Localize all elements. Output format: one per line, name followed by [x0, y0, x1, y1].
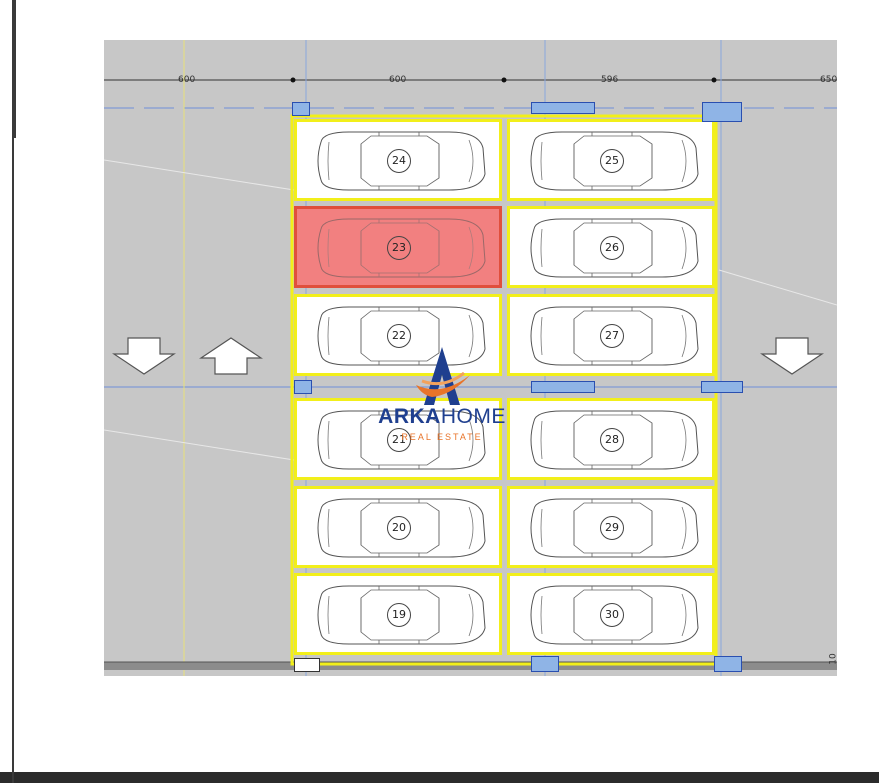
- arrow-down-icon: [760, 337, 824, 375]
- car-icon: [317, 410, 486, 470]
- parking-slot-27[interactable]: 27: [507, 294, 715, 376]
- dimension-label: 10: [828, 653, 837, 665]
- car-icon: [530, 585, 699, 645]
- column-pad: [702, 102, 742, 122]
- dimension-label: 650: [820, 75, 837, 85]
- car-icon: [530, 218, 699, 278]
- parking-slot-19[interactable]: 19: [294, 573, 502, 655]
- slot-number: 29: [600, 516, 624, 540]
- slot-number: 23: [387, 236, 411, 260]
- column-pad: [531, 102, 595, 114]
- slot-number: 26: [600, 236, 624, 260]
- car-icon: [530, 410, 699, 470]
- brand-light: HOME: [440, 405, 506, 428]
- column-pad: [292, 102, 310, 116]
- brand-bold: ARKA: [378, 405, 441, 428]
- column-pad: [531, 381, 595, 393]
- slot-number: 27: [600, 324, 624, 348]
- column-pad: [294, 658, 320, 672]
- parking-slot-29[interactable]: 29: [507, 486, 715, 568]
- slot-number: 30: [600, 603, 624, 627]
- parking-slot-23[interactable]: 23: [294, 206, 502, 288]
- bottom-bar: [0, 772, 879, 783]
- slot-number: 24: [387, 149, 411, 173]
- dimension-label: 600: [178, 75, 196, 85]
- column-pad: [701, 381, 743, 393]
- window-frame-line: [12, 0, 14, 783]
- parking-floor-plan: 600 600 596 650 10 24 25 23 26 22 27 21 28 20 29 1…: [104, 40, 837, 676]
- brand-name: ARKAHOME: [372, 405, 512, 429]
- car-icon: [317, 218, 486, 278]
- dimension-label: 596: [601, 75, 619, 85]
- parking-slot-22[interactable]: 22: [294, 294, 502, 376]
- slot-number: 22: [387, 324, 411, 348]
- slot-number: 19: [387, 603, 411, 627]
- slot-number: 28: [600, 428, 624, 452]
- car-icon: [530, 306, 699, 366]
- parking-slot-28[interactable]: 28: [507, 398, 715, 480]
- column-pad: [294, 380, 312, 394]
- car-icon: [317, 131, 486, 191]
- car-icon: [530, 131, 699, 191]
- parking-slot-25[interactable]: 25: [507, 119, 715, 201]
- column-pad: [531, 656, 559, 672]
- parking-slot-24[interactable]: 24: [294, 119, 502, 201]
- car-icon: [317, 498, 486, 558]
- brand-watermark: ARKAHOME REAL ESTATE: [372, 345, 512, 455]
- parking-slot-30[interactable]: 30: [507, 573, 715, 655]
- slot-number: 21: [387, 428, 411, 452]
- logo-icon: [416, 347, 470, 405]
- parking-slot-20[interactable]: 20: [294, 486, 502, 568]
- window-frame: [0, 0, 16, 138]
- parking-slot-26[interactable]: 26: [507, 206, 715, 288]
- column-pad: [714, 656, 742, 672]
- brand-subtitle: REAL ESTATE: [401, 432, 483, 442]
- car-icon: [317, 585, 486, 645]
- arrow-up-icon: [199, 337, 263, 375]
- slot-number: 20: [387, 516, 411, 540]
- parking-slot-21[interactable]: 21: [294, 398, 502, 480]
- car-icon: [530, 498, 699, 558]
- car-icon: [317, 306, 486, 366]
- slot-number: 25: [600, 149, 624, 173]
- arrow-down-icon: [112, 337, 176, 375]
- dimension-label: 600: [389, 75, 407, 85]
